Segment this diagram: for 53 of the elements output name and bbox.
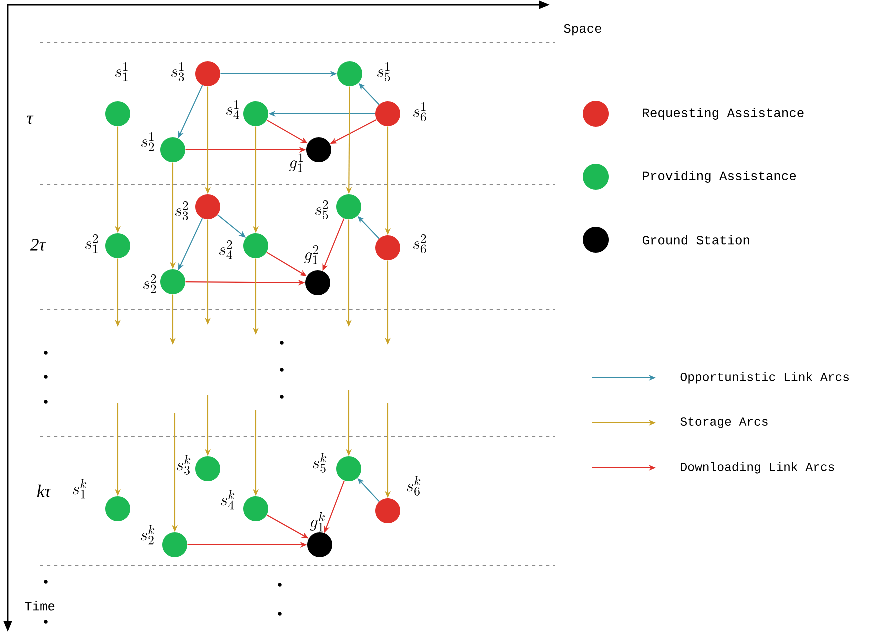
node-label: $g_1^1$ — [290, 153, 304, 172]
node-circle — [106, 234, 130, 258]
node-circle — [336, 194, 362, 220]
node-label: $s_3^1$ — [171, 62, 184, 82]
node-label: $s_6^k$ — [407, 476, 421, 496]
axis-label: Space — [564, 24, 602, 36]
node-circle — [338, 62, 362, 86]
node-circle — [160, 138, 186, 162]
node-circle — [196, 62, 220, 86]
node-label: $s_3^k$ — [177, 455, 191, 475]
node-label: $s_1^k$ — [73, 479, 87, 499]
node-label: $s_5^k$ — [313, 453, 327, 473]
node-label: $s_2^k$ — [141, 525, 155, 545]
row-label: τ — [27, 116, 34, 124]
node-circle — [308, 532, 332, 558]
node-circle — [376, 498, 400, 524]
node-label: $s_3^2$ — [175, 201, 188, 221]
row-label: 2τ — [30, 239, 46, 251]
node-label: $s_4^1$ — [226, 100, 240, 120]
node-label: $s_2^1$ — [141, 132, 154, 152]
node-circle — [162, 532, 188, 558]
node-circle — [196, 194, 220, 220]
row-label: kτ — [37, 484, 52, 498]
node-circle — [306, 270, 330, 296]
node-label: $s_1^1$ — [115, 62, 128, 82]
legend-label: Storage Arcs — [680, 418, 768, 428]
node-circle — [244, 102, 268, 126]
node-circle — [376, 236, 400, 260]
node-label: $s_6^1$ — [413, 102, 426, 122]
legend-label: Providing Assistance — [643, 171, 796, 183]
node-label: $s_2^2$ — [143, 274, 156, 294]
node-label: $s_5^2$ — [315, 200, 328, 220]
legend-label: Opportunistic Link Arcs — [680, 372, 849, 384]
legend-label: Ground Station — [642, 235, 750, 245]
node-circle — [106, 496, 130, 522]
node-circle — [376, 102, 400, 126]
node-circle — [244, 496, 268, 522]
legend-label: Requesting Assistance — [643, 108, 804, 120]
axis-label: Time — [25, 601, 55, 611]
node-circle — [160, 270, 186, 294]
node-label: $s_5^1$ — [377, 62, 390, 82]
node-circle — [306, 138, 332, 162]
node-label: $s_4^k$ — [221, 490, 235, 510]
node-label: $s_6^2$ — [413, 234, 426, 254]
node-label: $s_1^2$ — [85, 234, 98, 254]
node-circle — [336, 456, 362, 482]
node-label: $g_1^2$ — [304, 245, 319, 264]
node-label: $g_1^k$ — [310, 512, 325, 532]
node-circle — [244, 234, 268, 258]
node-label: $s_4^2$ — [219, 240, 232, 260]
node-circle — [106, 102, 130, 126]
legend-label: Downloading Link Arcs — [681, 462, 834, 474]
node-circle — [196, 456, 220, 482]
